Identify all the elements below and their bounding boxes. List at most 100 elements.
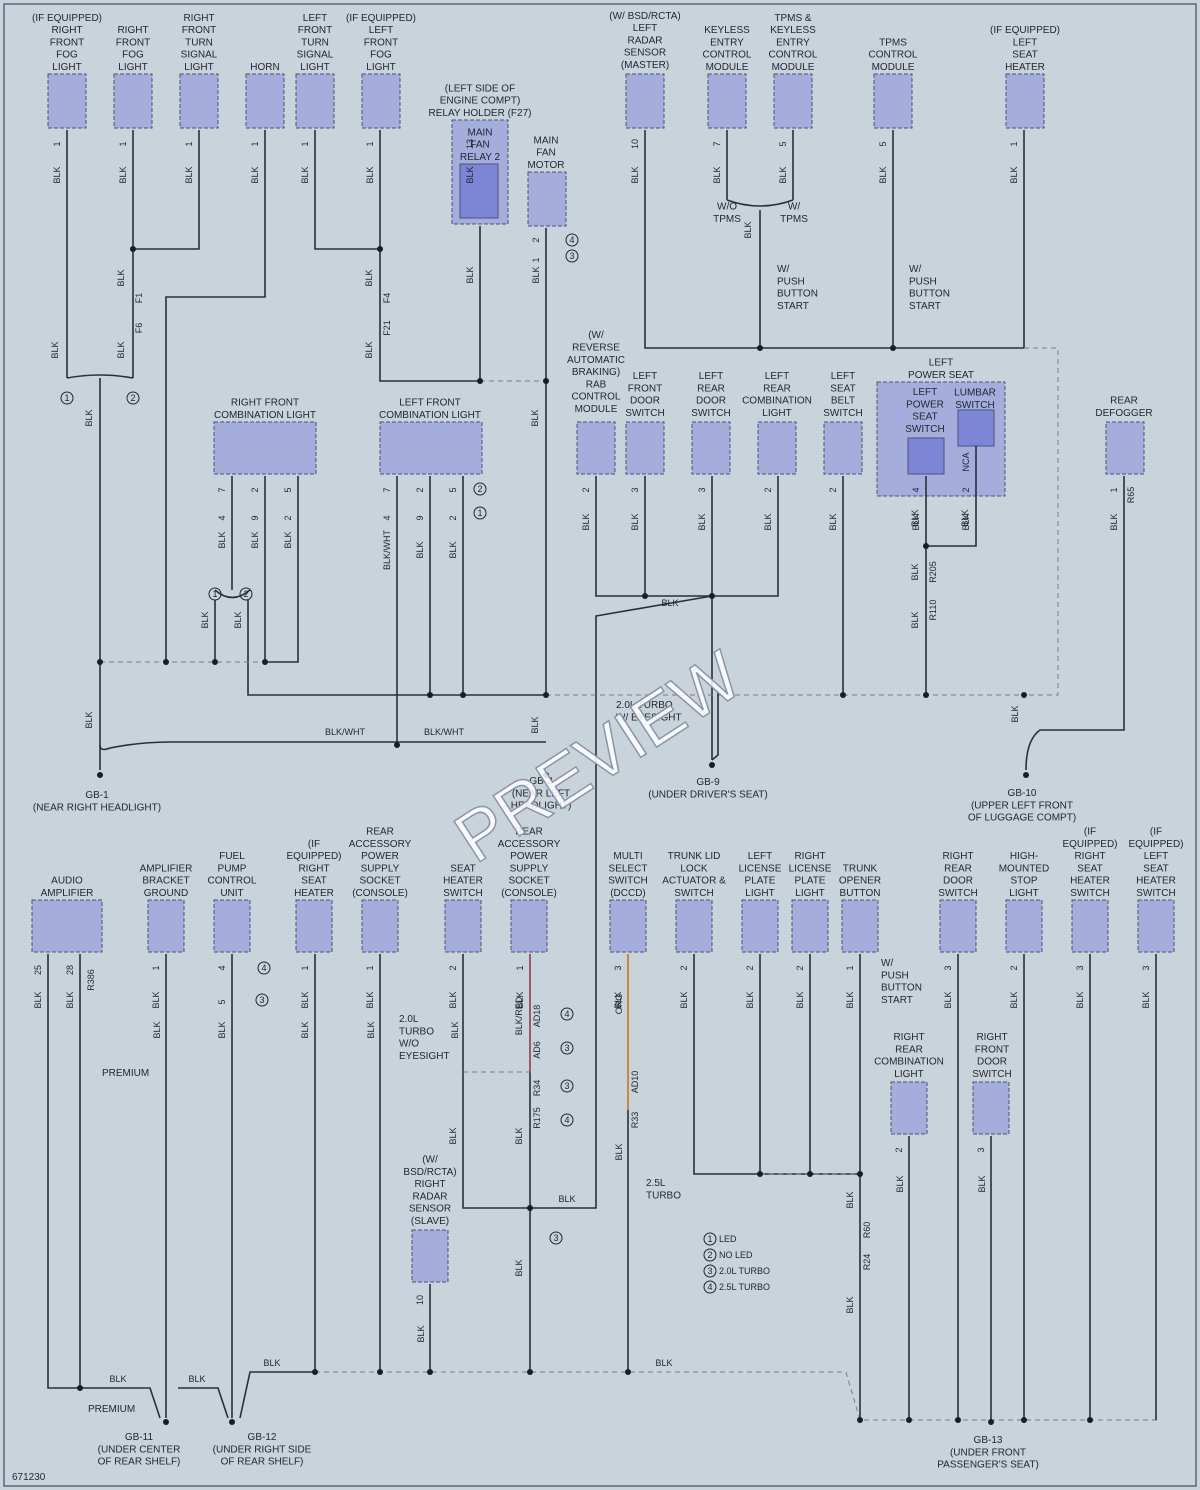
rear-defog-pin: 1 <box>1109 487 1119 492</box>
svg-text:3: 3 <box>707 1266 712 1276</box>
tpms-keyless-wire: BLK <box>778 166 788 183</box>
tpms-wire: BLK <box>878 166 888 183</box>
legend-text-2: 2.0L TURBO <box>719 1266 770 1276</box>
rf-combo-box[interactable] <box>213 421 317 475</box>
wire-color-2: BLK <box>116 269 126 286</box>
horn-label: HORN <box>250 62 279 73</box>
h-wire-color-2: BLK <box>661 598 678 608</box>
l-license-wire: BLK <box>745 991 755 1008</box>
lf-door-box[interactable] <box>625 421 665 475</box>
tpms-box[interactable] <box>873 73 913 129</box>
horn-box[interactable] <box>245 73 285 129</box>
variant-marker-5: 3 <box>565 249 579 263</box>
rf-turn-box[interactable] <box>179 73 219 129</box>
hm-stop-box[interactable] <box>1005 899 1043 953</box>
variant-marker-3: 1 <box>473 506 487 520</box>
rear-defog-box[interactable] <box>1105 421 1145 475</box>
lf-combo-box[interactable] <box>379 421 483 475</box>
rf-fog-box[interactable] <box>47 73 87 129</box>
rf-turn-wire: BLK <box>184 166 194 183</box>
l-seat-heater-sw-box[interactable] <box>1137 899 1175 953</box>
lr-door-pin: 3 <box>697 487 707 492</box>
radar-master-box[interactable] <box>625 73 665 129</box>
rf-fog2-pin: 1 <box>118 141 128 146</box>
svg-text:2: 2 <box>130 393 135 403</box>
wire-color-18: BLK <box>514 1127 524 1144</box>
tpms-pin: 5 <box>878 141 888 146</box>
lf-combo-pin-0: 7 <box>382 487 392 492</box>
audio-amp-box[interactable] <box>31 899 103 953</box>
main-fan-motor-box[interactable] <box>527 171 567 227</box>
lseat-heater-box[interactable] <box>1005 73 1045 129</box>
keyless-box[interactable] <box>707 73 747 129</box>
l-license-box[interactable] <box>741 899 779 953</box>
multi-select-box[interactable] <box>609 899 647 953</box>
lf-turn-box[interactable] <box>295 73 335 129</box>
wire-color-10: BLK <box>910 509 920 526</box>
main-fan-relay-box[interactable] <box>459 163 499 219</box>
rf-door-box[interactable] <box>972 1081 1010 1135</box>
variant-marker-8: 4 <box>257 961 271 975</box>
lf-door-pin: 3 <box>630 487 640 492</box>
wire-color-16: BLK <box>233 611 243 628</box>
rf-fog2-box[interactable] <box>113 73 153 129</box>
svg-text:1: 1 <box>64 393 69 403</box>
wire-color-29: BLK <box>450 1021 460 1038</box>
rear-socket2-box[interactable] <box>510 899 548 953</box>
lf-fog-box[interactable] <box>361 73 401 129</box>
conn-r33: R33 <box>630 1112 640 1129</box>
seat-heater-sw-box[interactable] <box>444 899 482 953</box>
r-license-box[interactable] <box>791 899 829 953</box>
lf-combo-wire-1: BLK <box>415 541 425 558</box>
rab-box[interactable] <box>576 421 616 475</box>
rear-socket1-box[interactable] <box>361 899 399 953</box>
lr-door-box[interactable] <box>691 421 731 475</box>
lps-switch-pin: 4 <box>911 487 921 492</box>
mfm-pin-2: 2 <box>531 237 541 242</box>
radar-slave-box[interactable] <box>411 1229 449 1283</box>
note-premium2: PREMIUM <box>88 1404 135 1415</box>
r-license-pin: 2 <box>795 965 805 970</box>
r-seat-heater-box[interactable] <box>295 899 333 953</box>
svg-text:4: 4 <box>569 235 574 245</box>
conn-nca: NCA <box>961 452 971 471</box>
seat-heater-sw-pin: 2 <box>448 965 458 970</box>
lumbar-box[interactable] <box>957 409 995 447</box>
svg-text:4: 4 <box>564 1009 569 1019</box>
l-belt-box[interactable] <box>823 421 863 475</box>
l-belt-pin: 2 <box>828 487 838 492</box>
lr-door-wire: BLK <box>697 513 707 530</box>
wire-color-1: BLK <box>116 341 126 358</box>
lr-combo-box[interactable] <box>757 421 797 475</box>
tpms-keyless-box[interactable] <box>773 73 813 129</box>
trunk-opener-box[interactable] <box>841 899 879 953</box>
wire-color-7: BLK <box>530 409 540 426</box>
r-seat-heater-sw-box[interactable] <box>1071 899 1109 953</box>
variant-marker-12: 3 <box>560 1079 574 1093</box>
rr-door-box[interactable] <box>939 899 977 953</box>
amp-bracket-box[interactable] <box>147 899 185 953</box>
trunk-lock-wire: BLK <box>679 991 689 1008</box>
rf-combo-wire-0: BLK <box>217 531 227 548</box>
multi-select-pin: 3 <box>613 965 623 970</box>
conn-r175: R175 <box>532 1107 542 1129</box>
legend-marker-1: 2 <box>703 1248 717 1262</box>
rr-combo-box[interactable] <box>890 1081 928 1135</box>
rf-turn-pin: 1 <box>184 141 194 146</box>
fuel-pump-box[interactable] <box>213 899 251 953</box>
conn-f1: F1 <box>134 293 144 304</box>
variant-marker-1: 2 <box>126 391 140 405</box>
lf-combo-num-0: 4 <box>382 515 392 520</box>
trunk-lock-box[interactable] <box>675 899 713 953</box>
lps-switch-box[interactable] <box>907 437 945 475</box>
